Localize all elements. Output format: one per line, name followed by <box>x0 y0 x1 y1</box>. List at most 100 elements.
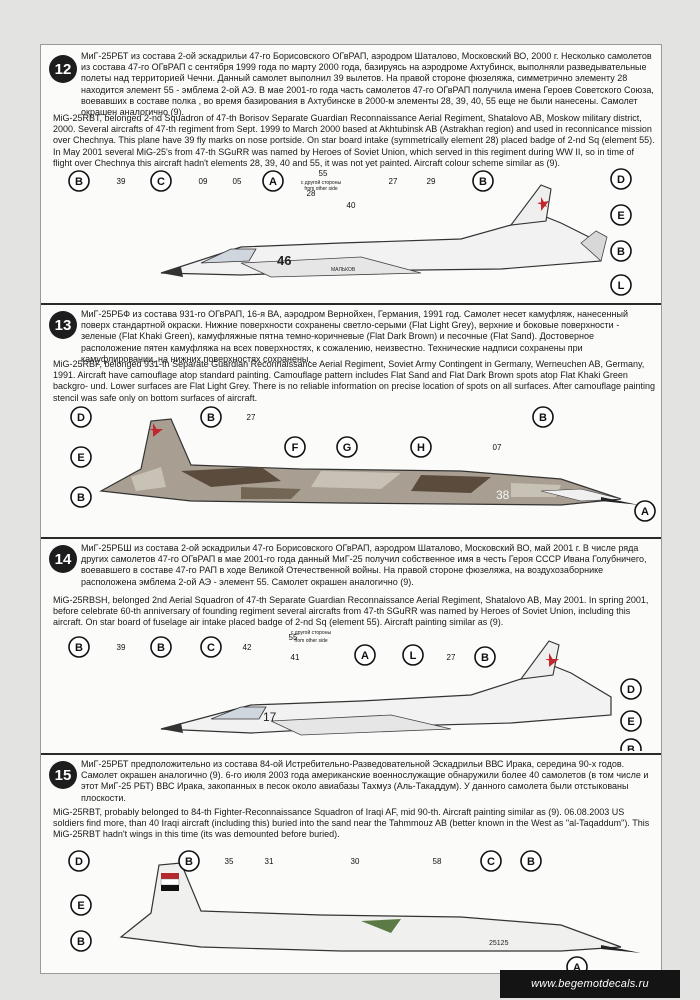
callout-letter: B <box>77 936 85 948</box>
callout-letter: B <box>479 176 487 188</box>
description-en: MiG-25RBT, belonged 2-nd Squadron of 47-… <box>53 113 655 168</box>
callout-letter: D <box>77 412 85 424</box>
fuselage-code: 25125 <box>489 940 509 947</box>
callout-circle <box>474 646 496 668</box>
callout-number: 27 <box>389 177 398 186</box>
callout-circle <box>410 436 432 458</box>
callout-letter: B <box>527 856 535 868</box>
callout-number: 42 <box>243 643 252 652</box>
description-ru: МиГ-25РБШ из состава 2-ой эскадрильи 47-… <box>81 543 647 587</box>
section-15: 15 МиГ-25РБТ предположительно из состава… <box>41 755 661 973</box>
callout-letter: D <box>627 684 635 696</box>
callout-letter: H <box>417 442 425 454</box>
callout-circle <box>336 436 358 458</box>
aircraft-silhouette <box>160 184 608 278</box>
callout-number: 29 <box>427 177 436 186</box>
callout-letter: A <box>641 506 649 518</box>
callout-circle <box>150 636 172 658</box>
fuselage-code: 38 <box>496 488 510 502</box>
callout-number: from other side <box>304 186 338 192</box>
callout-letter: A <box>361 650 369 662</box>
callout-letter: E <box>77 900 84 912</box>
callout-letter: D <box>617 174 625 186</box>
callout-number: 30 <box>351 857 360 866</box>
callout-number: 39 <box>117 177 126 186</box>
callout-number: 07 <box>493 443 502 452</box>
callout-circle <box>620 738 642 751</box>
callout-circle <box>620 710 642 732</box>
callout-circle <box>262 170 284 192</box>
description-ru: МиГ-25РБФ из состава 931-го ОГвРАП, 16-я… <box>81 309 628 364</box>
callout-circle <box>150 170 172 192</box>
callout-letter: C <box>157 176 165 188</box>
section-divider <box>41 537 661 539</box>
callout-circle <box>610 274 632 296</box>
callout-number: 39 <box>117 643 126 652</box>
section-number: 12 <box>49 55 77 83</box>
callout-number: 05 <box>233 177 242 186</box>
callout-letter: E <box>77 452 84 464</box>
callout-letter: E <box>627 716 634 728</box>
callout-letter: L <box>410 650 417 662</box>
callout-number: 55 <box>319 169 328 178</box>
callout-number: 31 <box>265 857 274 866</box>
callout-letter: A <box>269 176 277 188</box>
section-14: 14 МиГ-25РБШ из состава 2-ой эскадрильи … <box>41 539 661 753</box>
callout-circle <box>520 850 542 872</box>
callout-circle <box>68 636 90 658</box>
callout-number: 35 <box>225 857 234 866</box>
callout-circle <box>532 406 554 428</box>
callout-letter: B <box>185 856 193 868</box>
callout-letter: F <box>292 442 299 454</box>
callout-letter: B <box>539 412 547 424</box>
callout-circle <box>620 678 642 700</box>
callout-number: 28 <box>307 189 316 198</box>
section-number: 14 <box>49 545 77 573</box>
callout-number: c другой стороны <box>301 179 342 186</box>
callout-letter: L <box>618 280 625 292</box>
callout-circle <box>70 486 92 508</box>
callout-circle <box>634 500 656 522</box>
aircraft-silhouette <box>119 862 641 953</box>
callout-number: 55 <box>289 633 298 642</box>
callout-letter: E <box>617 210 624 222</box>
callout-circle <box>200 406 222 428</box>
callout-number: 27 <box>247 413 256 422</box>
callout-circle <box>480 850 502 872</box>
description-en: MiG-25RBSH, belonged 2nd Aerial Squadron… <box>53 595 649 628</box>
section-13: 13 МиГ-25РБФ из состава 931-го ОГвРАП, 1… <box>41 305 661 537</box>
callout-number: 40 <box>347 201 356 210</box>
callout-circle <box>610 168 632 190</box>
fuselage-code: 17 <box>263 710 277 724</box>
callout-circle <box>610 240 632 262</box>
callout-circle <box>68 850 90 872</box>
callout-number: 09 <box>199 177 208 186</box>
section-divider <box>41 303 661 305</box>
instruction-sheet: 12 МиГ-25РБТ из состава 2-ой эскадрильи … <box>40 44 662 974</box>
section-divider <box>41 753 661 755</box>
callout-letter: B <box>77 492 85 504</box>
callout-letter: B <box>75 176 83 188</box>
callout-number: 41 <box>291 653 300 662</box>
callout-number: from other side <box>294 638 328 644</box>
website-link[interactable]: www.begemotdecals.ru <box>500 970 680 998</box>
description-en: MiG-25RBT, probably belonged to 84-th Fi… <box>53 807 650 840</box>
callout-letter: B <box>627 744 635 751</box>
callout-circle <box>284 436 306 458</box>
fuselage-code: 46 <box>277 253 291 268</box>
callout-circle <box>70 930 92 952</box>
description-ru: МиГ-25РБТ предположительно из состава 84… <box>81 759 649 803</box>
callout-circle <box>354 644 376 666</box>
callout-circle <box>472 170 494 192</box>
callout-letter: C <box>207 642 215 654</box>
callout-circle <box>402 644 424 666</box>
callout-circle <box>68 170 90 192</box>
callout-circle <box>610 204 632 226</box>
callout-circle <box>70 894 92 916</box>
callout-letter: B <box>75 642 83 654</box>
